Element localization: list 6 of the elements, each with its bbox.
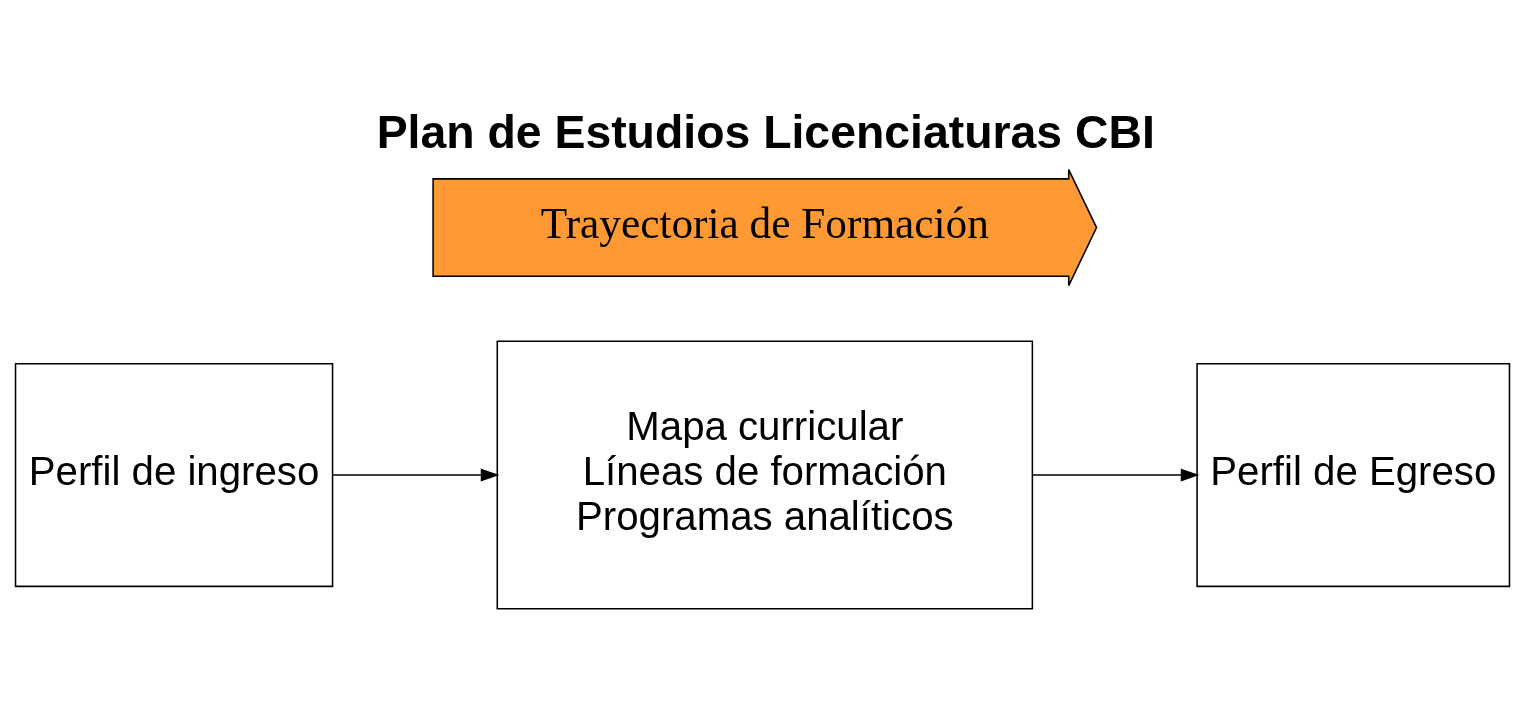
node-box: Perfil de ingreso (14, 362, 334, 587)
node-box: Perfil de Egreso (1196, 362, 1511, 587)
arrow (332, 468, 500, 482)
diagram-title: Plan de Estudios Licenciaturas CBI (376, 105, 1155, 158)
arrow (1031, 468, 1200, 482)
node-box: Mapa curricular Líneas de formación Programas analíticos (496, 340, 1034, 610)
